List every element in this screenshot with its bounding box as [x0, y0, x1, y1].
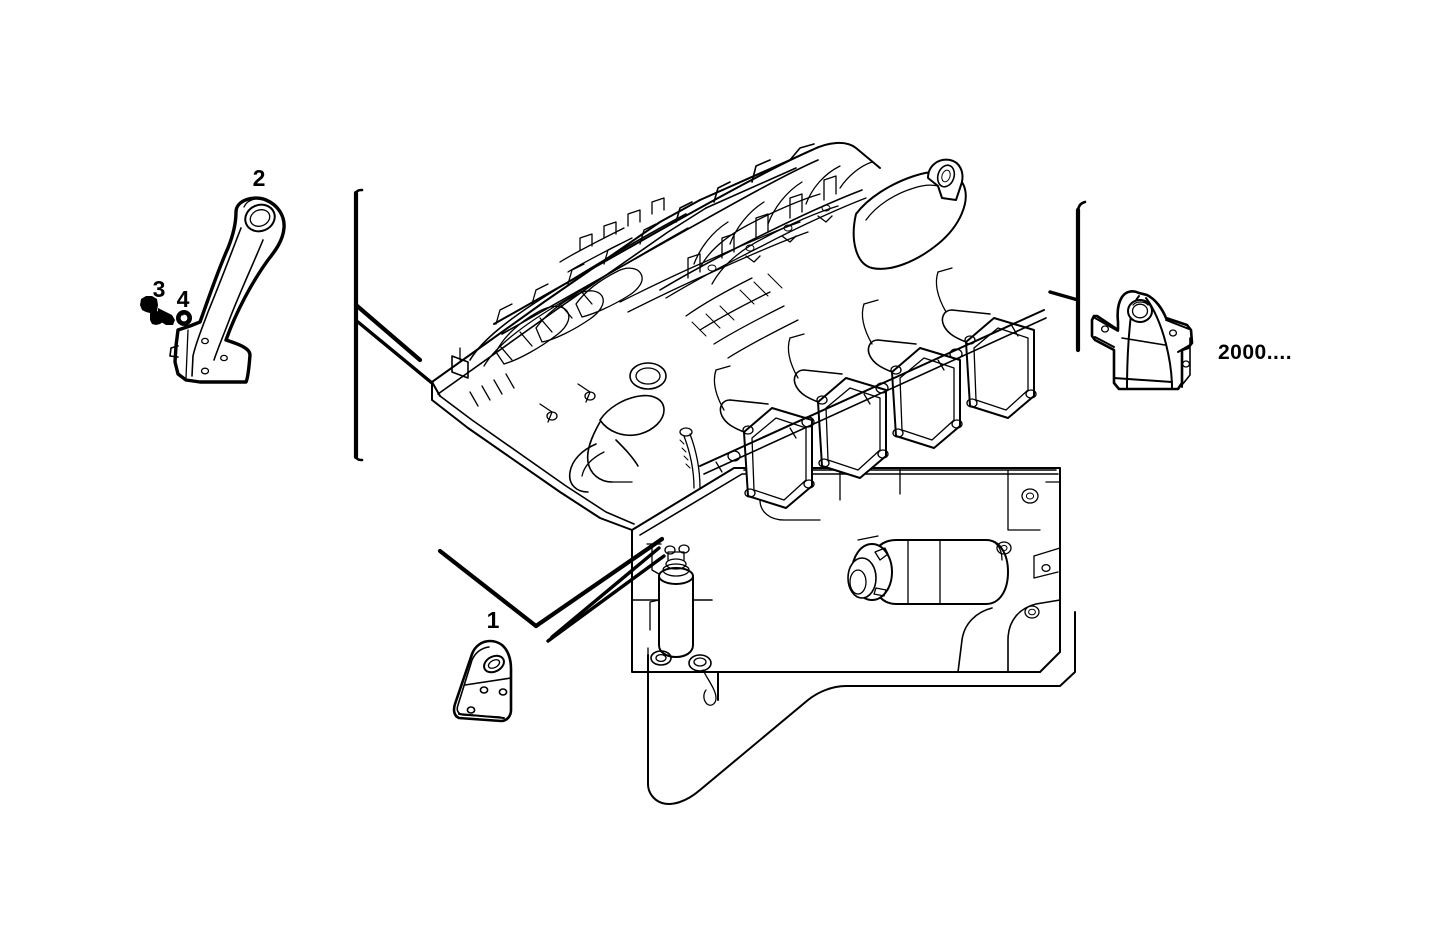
callout-4: 4	[177, 286, 190, 312]
rear-cover-and-lifting-lug	[852, 158, 967, 270]
cylinder-head-right-rail	[699, 309, 1047, 475]
oil-filter	[646, 543, 694, 666]
part-4-washer	[176, 310, 192, 326]
crankcase-flange	[631, 467, 1061, 541]
part-2000-right-lifting-bracket	[1090, 290, 1194, 391]
valve-cover-left-detail	[559, 197, 665, 273]
fuel-rail-and-injectors	[659, 175, 867, 299]
coil-leads	[713, 267, 953, 411]
leader-right	[1048, 200, 1087, 353]
ignition-coil-covers	[719, 309, 1037, 509]
starter-motor	[847, 535, 1012, 605]
engine-oil-pan	[647, 611, 1076, 805]
cylinder-head-left-bank	[431, 149, 813, 397]
leader-left	[353, 188, 434, 462]
callout-1: 1	[487, 607, 500, 633]
valley-cross-detail	[685, 273, 799, 359]
intake-manifold-top	[493, 142, 881, 335]
reference-2000: 2000....	[1218, 341, 1292, 364]
callout-2: 2	[253, 165, 266, 191]
left-block-face	[431, 347, 635, 531]
engine-assembly	[431, 142, 1076, 805]
front-accessory-area	[539, 362, 667, 493]
part-1-front-lifting-bracket	[452, 639, 513, 723]
block-fitting	[688, 654, 717, 706]
leader-1-lines	[437, 536, 666, 643]
engine-block	[631, 529, 1061, 701]
part-2-rear-lifting-bracket	[169, 196, 286, 384]
wiring-harness	[619, 161, 873, 313]
part-3-hex-flange-bolt	[140, 296, 175, 325]
dipstick-tube	[679, 427, 701, 489]
callout-3: 3	[153, 276, 166, 302]
